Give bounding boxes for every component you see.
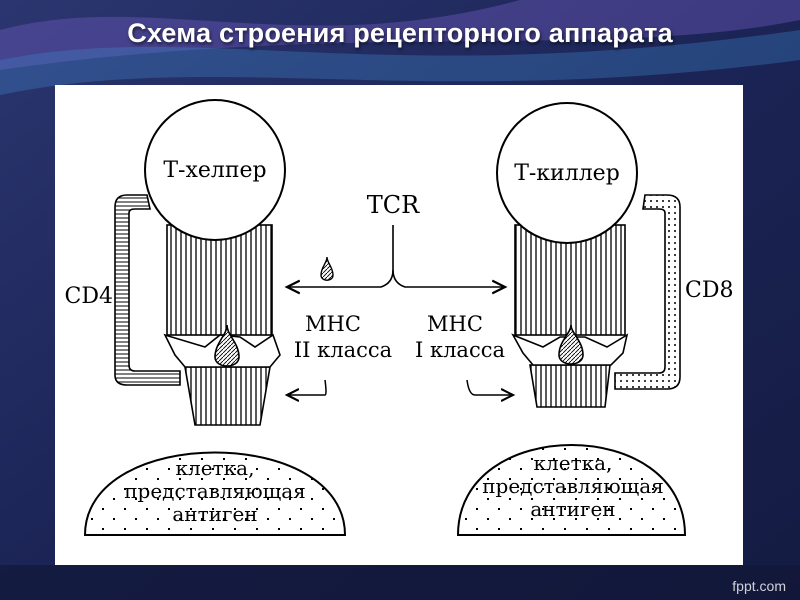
right-cell-name: Т-киллер: [514, 161, 620, 186]
right-coreceptor-label: CD8: [685, 278, 733, 303]
left-t-helper-group: клетка, представляющая антиген Т-хелпер …: [65, 100, 393, 535]
left-mhc-label-1: МНС: [305, 312, 361, 336]
left-apc-label-3: антиген: [172, 502, 257, 526]
left-apc-label-2: представляющая: [124, 479, 306, 503]
watermark: fppt.com: [732, 578, 786, 594]
right-mhc-label-1: МНС: [427, 312, 483, 336]
right-mhc-label-2: I класса: [415, 338, 505, 362]
left-apc-label-1: клетка,: [176, 456, 255, 480]
right-apc-label-2: представляющая: [482, 474, 664, 498]
slide-title: Схема строения рецепторного аппарата: [0, 18, 800, 49]
left-mhc-ii: [185, 367, 270, 425]
left-coreceptor-label: CD4: [65, 284, 113, 309]
receptor-diagram: клетка, представляющая антиген Т-хелпер …: [55, 85, 743, 565]
right-apc-label-3: антиген: [530, 497, 615, 521]
left-cell-name: Т-хелпер: [163, 158, 266, 183]
center-tcr-group: TCR: [287, 191, 505, 287]
left-mhc-label-2: II класса: [294, 338, 392, 362]
right-apc-label-1: клетка,: [534, 451, 613, 475]
tcr-label: TCR: [367, 191, 420, 219]
left-tcr: [167, 225, 272, 335]
antigen-peptide-icon: [321, 257, 333, 280]
right-t-killer-group: клетка, представляющая антиген Т-киллер …: [415, 103, 733, 535]
right-mhc-i: [530, 365, 610, 407]
diagram-panel: клетка, представляющая антиген Т-хелпер …: [55, 85, 743, 565]
